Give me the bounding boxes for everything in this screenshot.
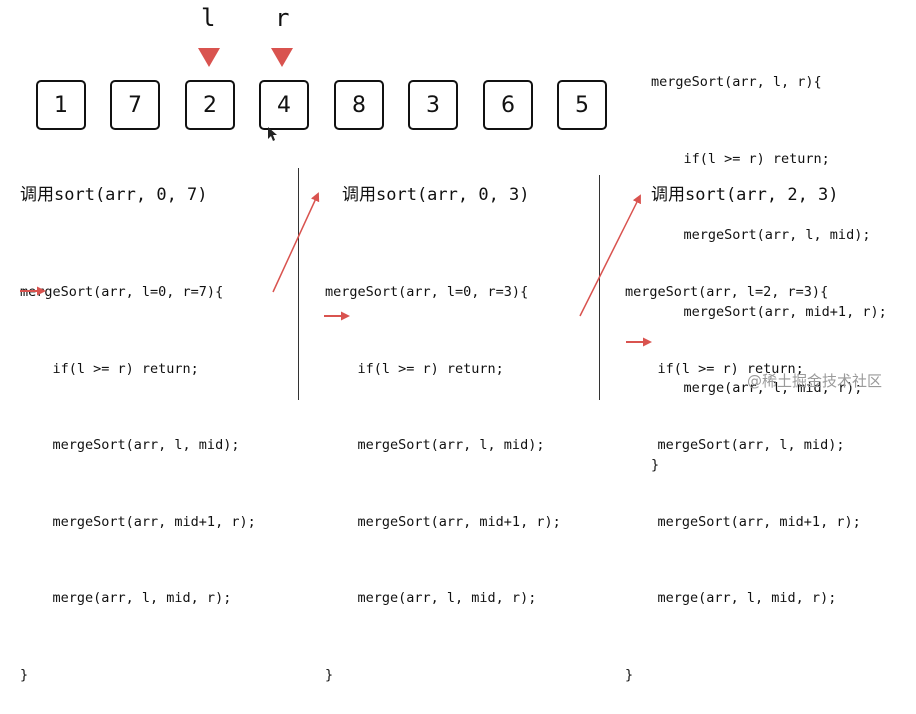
code-line: mergeSort(arr, l, mid); <box>325 437 545 453</box>
panel-1-heading: 调用sort(arr, 0, 7) <box>20 185 208 205</box>
code-line: mergeSort(arr, mid+1, r); <box>325 513 561 530</box>
code-line: if(l >= r) return; <box>325 360 504 377</box>
panel-3-heading: 调用sort(arr, 2, 3) <box>651 185 839 205</box>
array-cell-3: 4 <box>259 80 309 130</box>
code-line: mergeSort(arr, l, mid); <box>651 227 871 243</box>
code-line: mergeSort(arr, l, mid); <box>20 437 240 453</box>
array-cell-5: 3 <box>408 80 458 130</box>
call-arrow-icon <box>579 194 641 317</box>
array-cell-1: 7 <box>110 80 160 130</box>
call-arrow-icon <box>272 192 320 293</box>
code-line: merge(arr, l, mid, r); <box>651 380 863 396</box>
code-line: mergeSort(arr, l=0, r=7){ <box>20 284 224 300</box>
code-line: } <box>325 666 334 683</box>
code-line: } <box>625 666 634 683</box>
code-line: merge(arr, l, mid, r); <box>325 590 537 606</box>
arrows-overlay <box>20 127 652 347</box>
code-line: mergeSort(arr, l, mid); <box>625 437 845 453</box>
code-line: } <box>20 666 29 683</box>
panel-divider <box>599 175 600 400</box>
code-line: if(l >= r) return; <box>625 360 804 377</box>
code-line: mergeSort(arr, l=2, r=3){ <box>625 284 829 300</box>
code-line: merge(arr, l, mid, r); <box>20 590 232 606</box>
code-line: mergeSort(arr, l=0, r=3){ <box>325 284 529 300</box>
right-pointer-triangle-icon <box>271 48 293 67</box>
code-line: merge(arr, l, mid, r); <box>625 590 837 606</box>
code-line: mergeSort(arr, mid+1, r); <box>651 303 887 320</box>
code-line: mergeSort(arr, mid+1, r); <box>625 513 861 530</box>
array-cell-2: 2 <box>185 80 235 130</box>
panel-divider <box>298 168 299 400</box>
right-pointer-label: r <box>275 4 290 32</box>
top-code-block: mergeSort(arr, l, r){ if(l >= r) return;… <box>651 19 887 504</box>
watermark-text: @稀土掘金技术社区 <box>747 372 883 390</box>
code-line: mergeSort(arr, mid+1, r); <box>20 513 256 530</box>
mouse-cursor-icon <box>268 127 277 141</box>
array-cell-7: 5 <box>557 80 607 130</box>
array-cell-4: 8 <box>334 80 384 130</box>
left-pointer-label: l <box>201 4 216 32</box>
left-pointer-triangle-icon <box>198 48 220 67</box>
panel-2-heading: 调用sort(arr, 0, 3) <box>342 185 530 205</box>
code-line: if(l >= r) return; <box>20 360 199 377</box>
array-cell-0: 1 <box>36 80 86 130</box>
code-line: mergeSort(arr, l, r){ <box>651 74 822 90</box>
array-cell-6: 6 <box>483 80 533 130</box>
code-line: if(l >= r) return; <box>651 150 830 167</box>
